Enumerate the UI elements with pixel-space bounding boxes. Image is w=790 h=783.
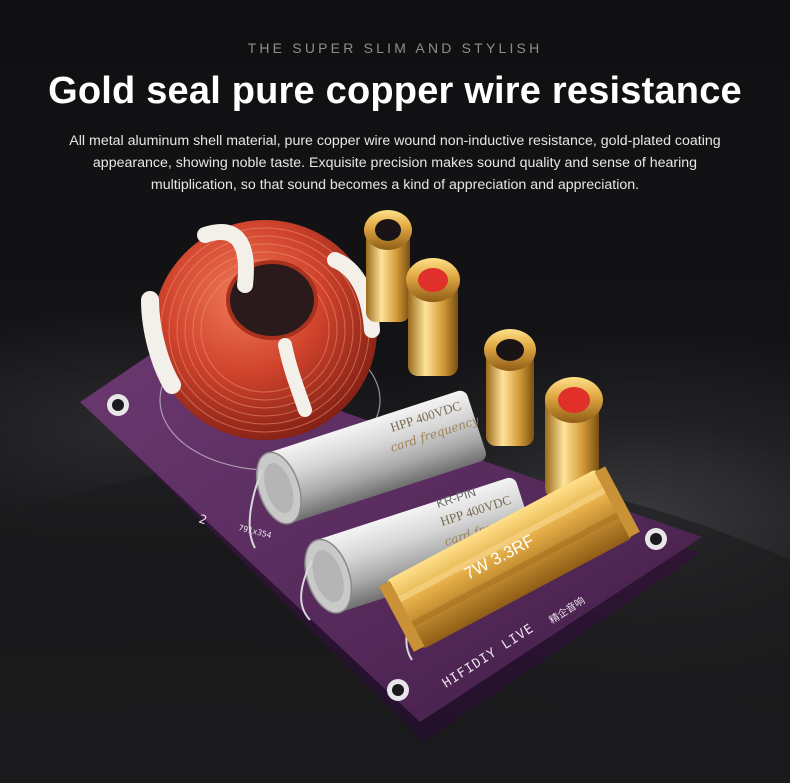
product-description: All metal aluminum shell material, pure … xyxy=(69,133,721,193)
binding-post-red-2 xyxy=(545,377,603,498)
mounting-hole-group xyxy=(107,394,667,701)
binding-post-black-2 xyxy=(484,329,536,446)
binding-post-black-1 xyxy=(364,210,412,322)
capacitor-1 xyxy=(255,390,487,525)
page-title: Gold seal pure copper wire resistance xyxy=(48,70,742,112)
kicker-tagline: THE SUPER SLIM AND STYLISH xyxy=(247,40,543,56)
copper-coil-inductor xyxy=(141,220,380,440)
gold-power-resistor xyxy=(379,466,640,652)
capacitor-2 xyxy=(304,477,536,614)
board-mark-number: 2 xyxy=(197,512,209,528)
binding-post-red-1 xyxy=(406,258,460,376)
